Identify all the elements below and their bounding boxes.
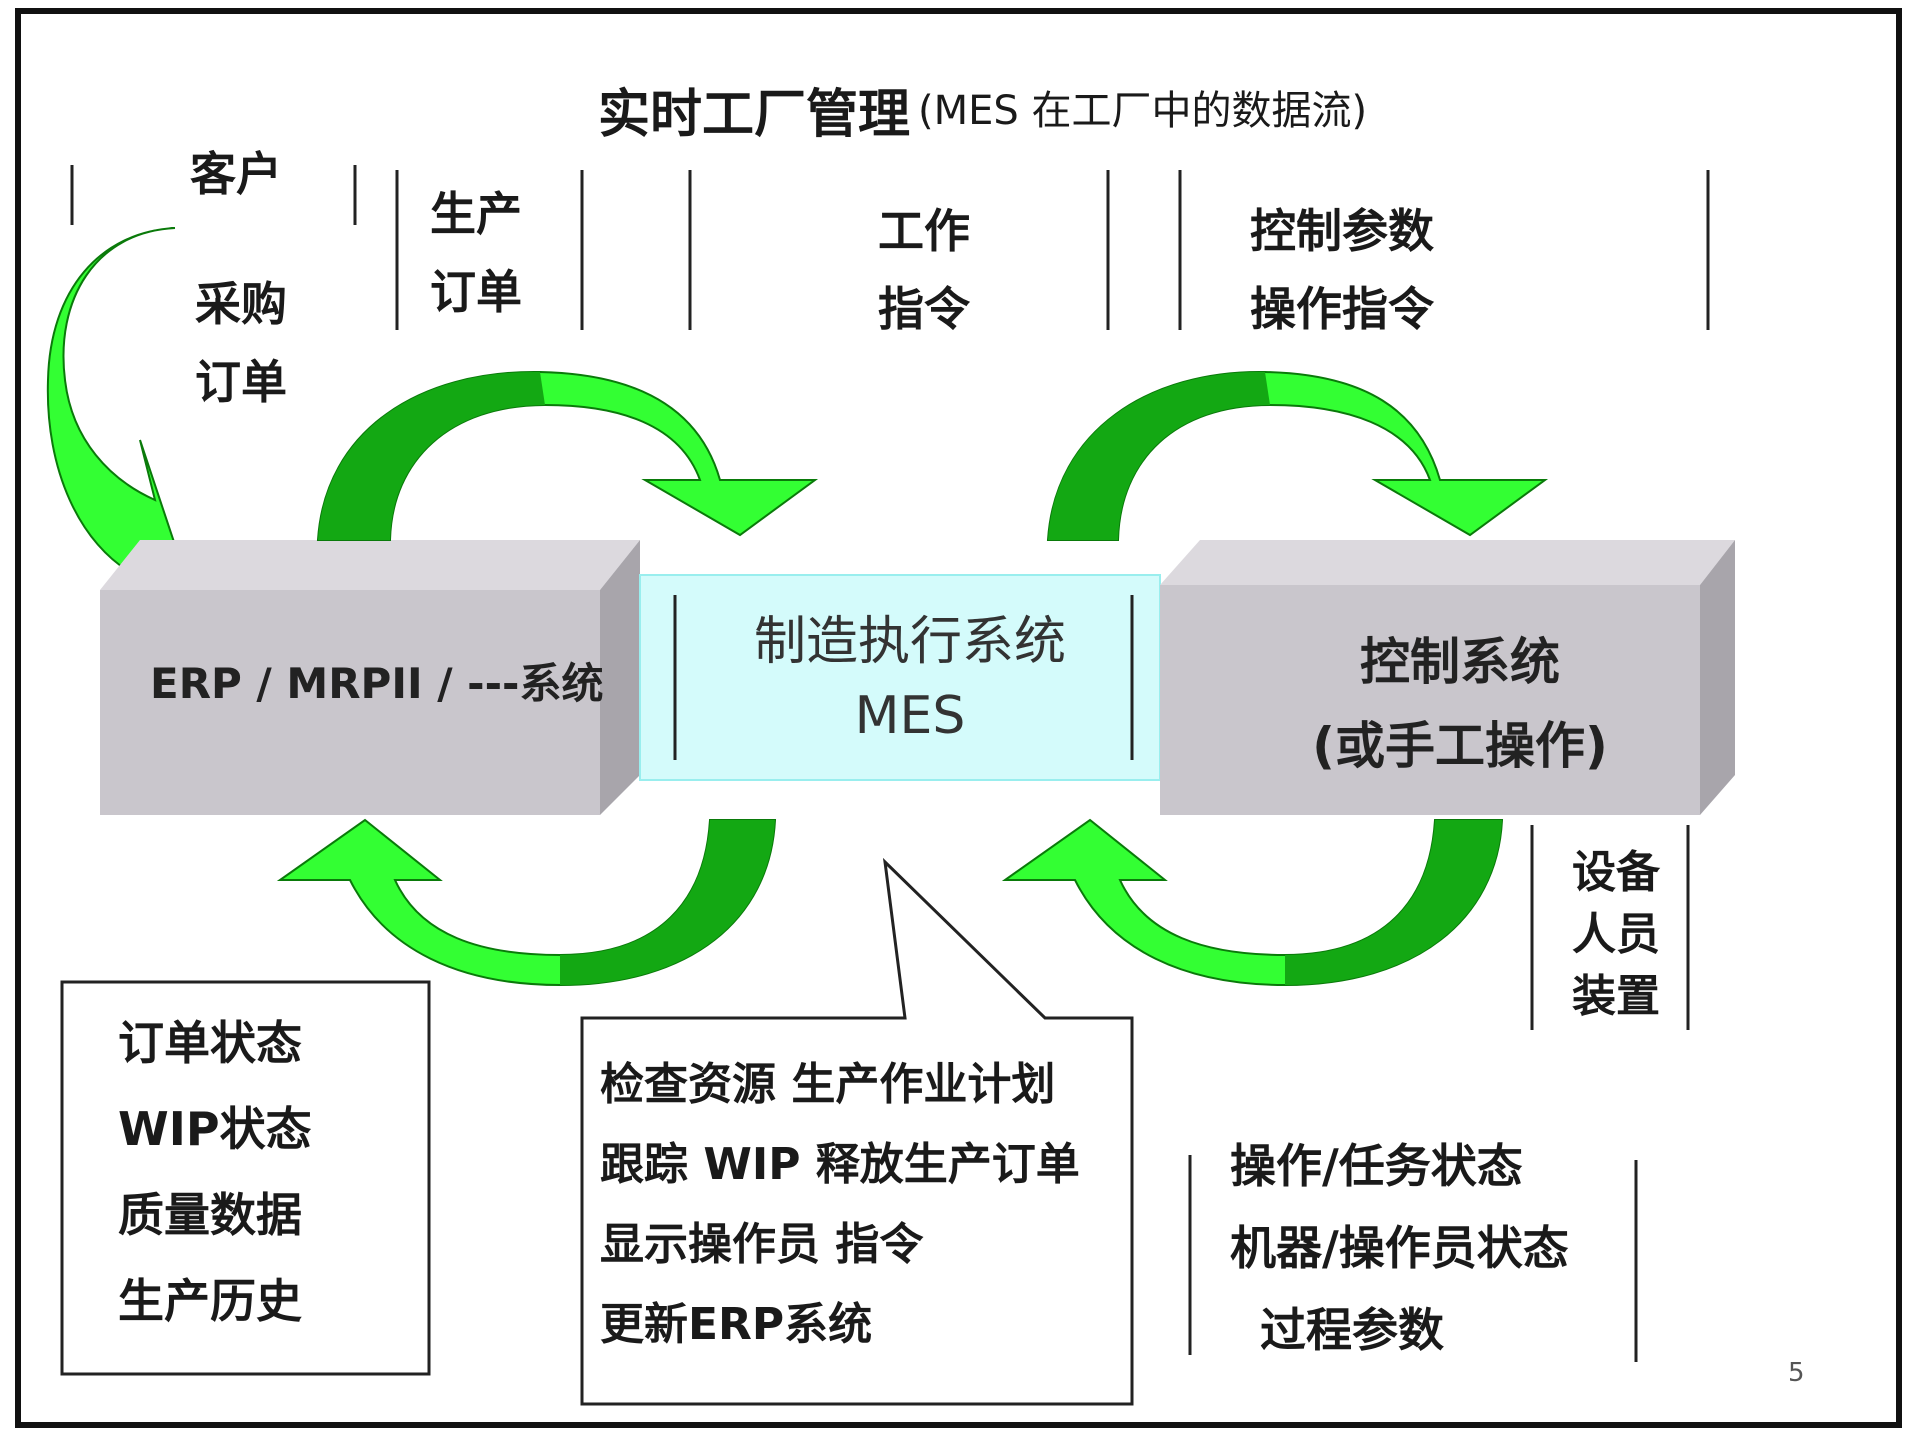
- right-status-list: 操作/任务状态 机器/操作员状态 过程参数: [1230, 1139, 1569, 1357]
- mes-callout: [580, 857, 1134, 1406]
- right-side-separators: [1530, 825, 1690, 1030]
- label-purchase-order: 采购订单: [195, 277, 287, 409]
- label-work-instruction: 工作指令: [878, 204, 970, 336]
- label-control-params: 控制参数操作指令: [1250, 204, 1434, 336]
- left-status-list: 订单状态 WIP状态 质量数据 生产历史: [118, 1016, 312, 1328]
- left-status-box: [60, 980, 431, 1376]
- erp-label: ERP / MRPII / ---系统: [150, 659, 604, 708]
- top-separators: [70, 165, 1710, 330]
- diagram-title: 实时工厂管理: [598, 85, 911, 145]
- label-production-order: 生产订单: [430, 187, 522, 319]
- right-status-separators: [1188, 1155, 1638, 1362]
- diagram-subtitle: (MES 在工厂中的数据流): [918, 88, 1368, 134]
- mes-functions-list: 检查资源 生产作业计划 跟踪 WIP 释放生产订单 显示操作员 指令 更新ERP…: [600, 1059, 1080, 1350]
- erp-box: [100, 540, 640, 815]
- control-label: 控制系统(或手工操作): [1312, 633, 1608, 775]
- control-box: [1160, 540, 1735, 815]
- mes-box: [639, 574, 1161, 781]
- page-number: 5: [1788, 1358, 1805, 1388]
- label-customer: 客户: [190, 147, 282, 201]
- right-side-labels: 设备人员装置: [1572, 847, 1660, 1022]
